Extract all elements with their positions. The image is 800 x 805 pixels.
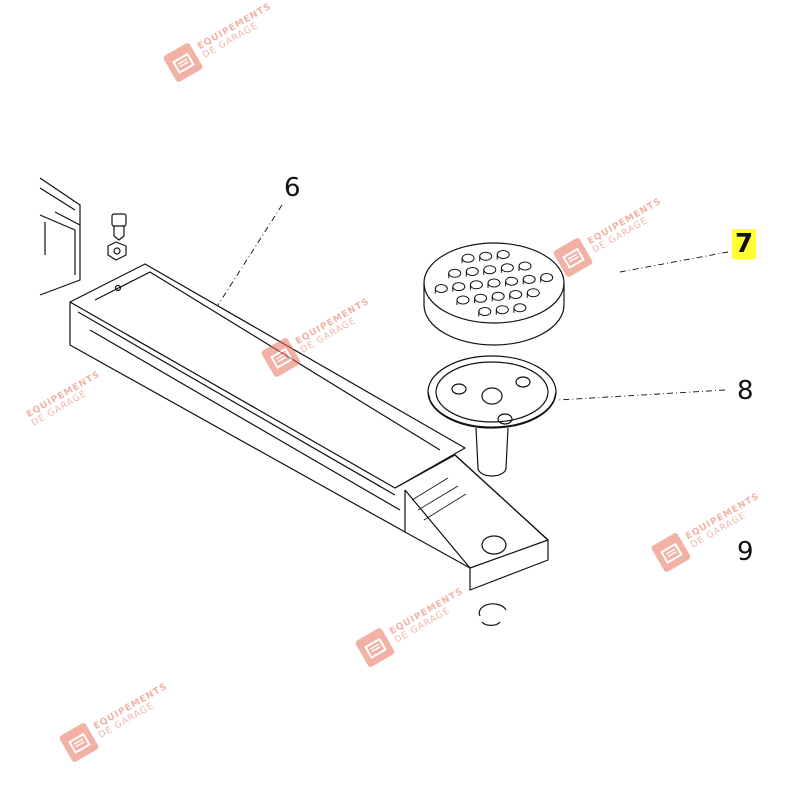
garage-logo-icon (552, 237, 594, 278)
pad-stud (478, 307, 492, 316)
pad-stud (540, 273, 554, 282)
nut (107, 241, 127, 261)
lift-column-base (39, 177, 81, 296)
pad-stud (452, 282, 466, 292)
garage-logo-icon (58, 722, 100, 763)
callout-pad: 7 (732, 229, 757, 259)
pad-stud (434, 284, 448, 293)
pad-stud (483, 265, 497, 275)
pad-stud (513, 303, 527, 313)
bolt (111, 213, 127, 241)
retaining-ring (478, 603, 507, 626)
pad-stud (487, 278, 501, 288)
pad-stud (518, 261, 532, 271)
pad-stud (474, 293, 488, 303)
garage-logo-icon (162, 42, 204, 83)
garage-logo-icon (260, 337, 302, 378)
callout-pad-holder: 8 (737, 376, 754, 406)
pad-stud (526, 288, 540, 298)
pad-stud (469, 280, 483, 290)
pad-stud (495, 305, 509, 315)
pad-stud (500, 263, 514, 273)
pad-stud (522, 274, 536, 284)
garage-logo-icon (354, 627, 396, 668)
pad-stud (448, 268, 462, 278)
pad-stud (509, 290, 523, 299)
leader-lines (217, 204, 729, 401)
pad-holder-disc (427, 355, 557, 477)
garage-logo-icon (650, 532, 692, 573)
lift-arm (69, 263, 549, 591)
callout-arm: 6 (284, 173, 301, 203)
pad-stud (479, 251, 493, 261)
pad-stud (456, 295, 470, 305)
pad-stud (505, 276, 519, 286)
pad-stud (461, 253, 475, 263)
pad-stud (491, 291, 505, 301)
pad-stud (496, 250, 510, 259)
rubber-pad (423, 242, 565, 346)
callout-retaining-ring: 9 (737, 537, 754, 567)
pad-stud (465, 267, 479, 276)
